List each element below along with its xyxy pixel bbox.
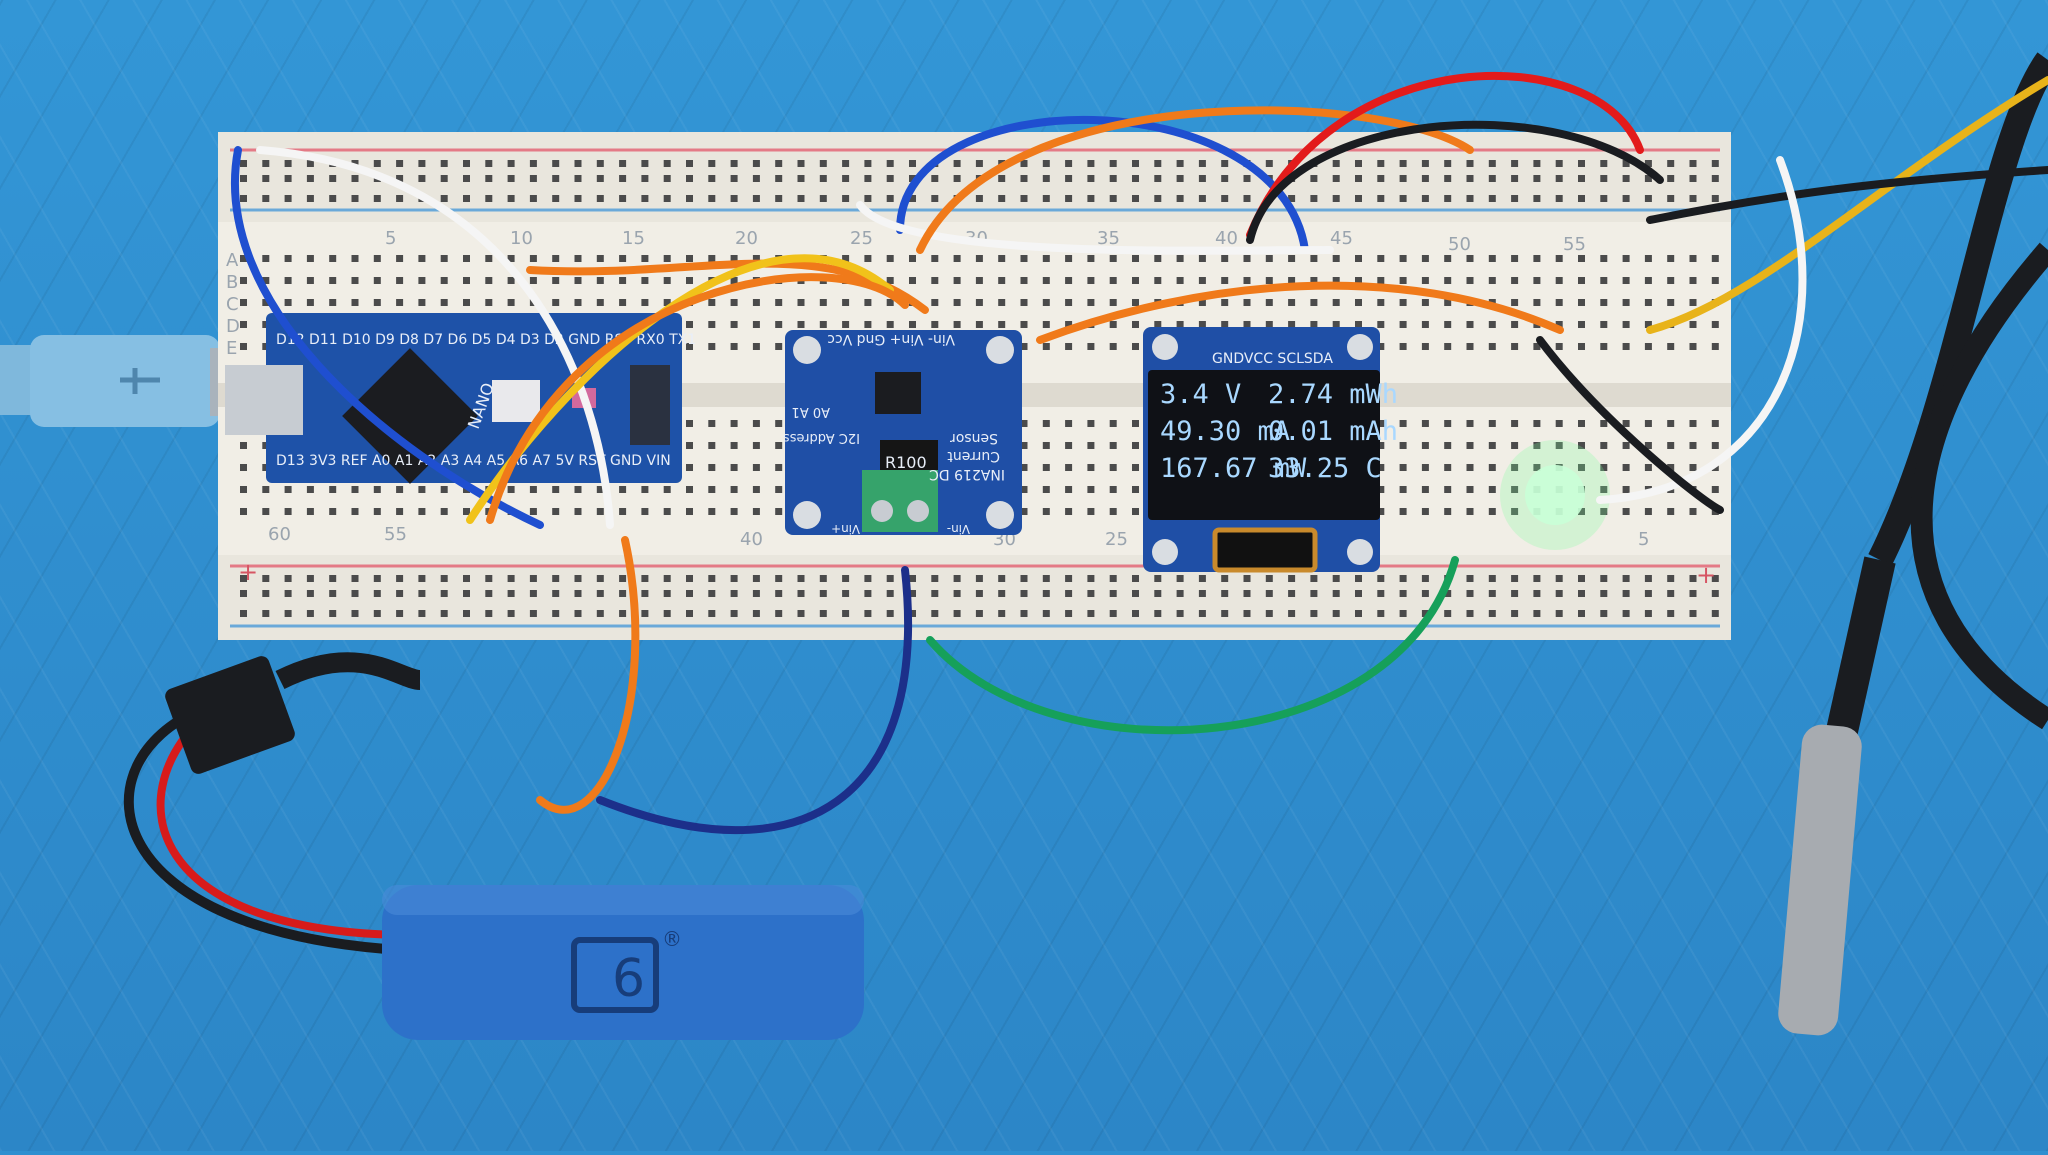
temperature-probe <box>1778 52 2048 1036</box>
oled-line-3-right: 33.25 C <box>1268 453 1382 484</box>
ina219-address-pins: A0 A1 <box>792 404 830 419</box>
arduino-nano: D12 D11 D10 D9 D8 D7 D6 D5 D4 D3 D2 GND … <box>225 313 696 484</box>
battery-logo <box>571 937 659 1013</box>
jumper-wires <box>231 71 2048 835</box>
svg-text:35: 35 <box>1097 228 1120 249</box>
svg-text:5: 5 <box>385 228 396 249</box>
ina219-address-label: I2C Address <box>783 430 860 445</box>
battery-cell: 6 ® <box>382 885 864 1040</box>
svg-text:55: 55 <box>384 524 407 545</box>
ina219-module: R100 Vin- Vin+ Gnd Vcc INA219 DC Current… <box>783 330 1022 536</box>
svg-text:5: 5 <box>1638 529 1649 550</box>
svg-text:45: 45 <box>1330 228 1353 249</box>
svg-text:15: 15 <box>622 228 645 249</box>
ina219-side-line-2: Current <box>947 448 1000 464</box>
plus-mark-left: + <box>238 558 258 586</box>
ina219-side-line-3: Sensor <box>950 430 998 446</box>
oled-line-1-left: 3.4 V <box>1160 379 1241 410</box>
oled-module: GNDVCC SCLSDA 3.4 V 2.74 mWh 49.30 mA 0.… <box>1143 327 1398 573</box>
svg-text:60: 60 <box>268 524 291 545</box>
battery-logo-glyph: 6 <box>612 949 645 1009</box>
svg-text:A: A <box>226 250 239 271</box>
svg-text:25: 25 <box>850 228 873 249</box>
ina219-vin-plus: Vin+ <box>831 522 860 536</box>
svg-text:40: 40 <box>1215 228 1238 249</box>
plus-mark-right: + <box>1696 561 1716 589</box>
usb-cable <box>0 335 240 427</box>
breadboard-row-letters: A B C D E <box>226 250 240 359</box>
ina219-side-line-1: INA219 DC <box>929 466 1005 482</box>
oled-line-1-right: 2.74 mWh <box>1268 379 1398 410</box>
breadboard-top-numbers: 5 10 15 20 25 30 35 40 45 50 55 <box>385 228 1586 255</box>
oled-line-3-left: 167.67 mW <box>1160 453 1307 484</box>
battery-registered-mark: ® <box>662 927 682 951</box>
oled-screen <box>1148 370 1380 520</box>
oled-line-2-right: 0.01 mAh <box>1268 416 1398 447</box>
oled-pin-labels: GNDVCC SCLSDA <box>1212 351 1333 367</box>
svg-text:D: D <box>226 316 240 337</box>
ina219-top-pins: Vin- Vin+ Gnd Vcc <box>827 331 955 347</box>
oled-line-2-left: 49.30 mA <box>1160 416 1290 447</box>
ina219-vin-minus: Vin- <box>947 522 970 536</box>
nano-bottom-pins: D13 3V3 REF A0 A1 A2 A3 A4 A5 A6 A7 5V R… <box>276 453 671 469</box>
svg-text:10: 10 <box>510 228 533 249</box>
svg-text:E: E <box>226 338 237 359</box>
battery-leads <box>123 652 422 955</box>
svg-text:55: 55 <box>1563 234 1586 255</box>
svg-text:50: 50 <box>1448 234 1471 255</box>
svg-text:B: B <box>226 272 238 293</box>
nano-top-pins: D12 D11 D10 D9 D8 D7 D6 D5 D4 D3 D2 GND … <box>276 332 696 348</box>
green-led <box>1500 440 1610 550</box>
usb-icon <box>120 368 160 394</box>
svg-text:25: 25 <box>1105 529 1128 550</box>
svg-text:C: C <box>226 294 239 315</box>
svg-text:40: 40 <box>740 529 763 550</box>
svg-text:20: 20 <box>735 228 758 249</box>
ina219-resistor-label: R100 <box>885 453 927 472</box>
